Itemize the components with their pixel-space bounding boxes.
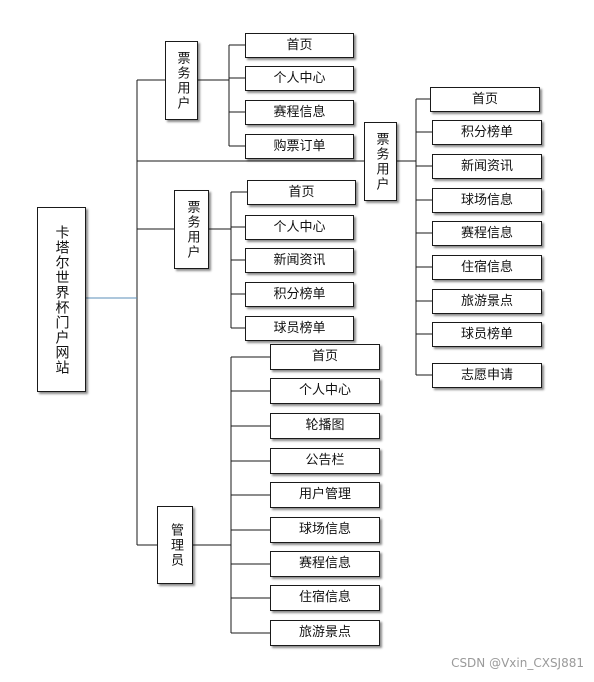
leaf-node: 个人中心 [270, 378, 380, 404]
leaf-node: 首页 [430, 87, 540, 112]
leaf-label: 住宿信息 [460, 259, 513, 275]
leaf-node: 住宿信息 [270, 585, 380, 611]
leaf-node: 个人中心 [245, 66, 354, 91]
leaf-node: 赛程信息 [432, 221, 542, 246]
leaf-node: 公告栏 [270, 448, 380, 474]
leaf-label: 住宿信息 [298, 590, 351, 605]
leaf-label: 赛程信息 [273, 104, 326, 120]
leaf-label: 用户管理 [298, 487, 351, 502]
leaf-node: 购票订单 [245, 134, 354, 159]
leaf-label: 旅游景点 [298, 625, 351, 640]
leaf-node: 赛程信息 [270, 551, 380, 577]
watermark: CSDN @Vxin_CXSJ881 [451, 656, 584, 670]
leaf-node: 球员榜单 [432, 322, 542, 347]
leaf-label: 公告栏 [305, 453, 345, 468]
leaf-label: 轮播图 [305, 418, 345, 433]
leaf-node: 首页 [247, 180, 356, 205]
leaf-label: 个人中心 [273, 219, 326, 235]
leaf-label: 首页 [471, 91, 498, 107]
leaf-label: 旅游景点 [460, 293, 513, 309]
leaf-label: 积分榜单 [273, 286, 326, 302]
leaf-node: 首页 [245, 33, 354, 58]
leaf-label: 新闻资讯 [273, 252, 326, 268]
group-label: 票务用户 [174, 50, 190, 111]
leaf-label: 球场信息 [298, 522, 351, 537]
group-label: 票务用户 [184, 199, 200, 260]
leaf-label: 新闻资讯 [460, 158, 513, 174]
leaf-node: 新闻资讯 [245, 248, 354, 273]
leaf-node: 球场信息 [270, 517, 380, 543]
leaf-label: 球员榜单 [273, 320, 326, 336]
leaf-node: 用户管理 [270, 482, 380, 508]
leaf-node: 志愿申请 [432, 363, 542, 388]
leaf-label: 球员榜单 [460, 326, 513, 342]
leaf-label: 购票订单 [273, 138, 326, 154]
group-node-admin: 管理员 [157, 506, 193, 584]
leaf-label: 赛程信息 [460, 225, 513, 241]
group-label: 管理员 [168, 522, 183, 568]
group-node-ticket-user-3: 票务用户 [174, 190, 209, 269]
group-node-ticket-user-1: 票务用户 [165, 41, 198, 120]
group-label: 票务用户 [373, 131, 389, 192]
leaf-label: 个人中心 [273, 70, 326, 86]
leaf-label: 球场信息 [460, 192, 513, 208]
leaf-label: 首页 [286, 37, 313, 53]
leaf-node: 球员榜单 [245, 316, 354, 341]
leaf-label: 赛程信息 [298, 556, 351, 571]
root-node: 卡塔尔世界杯门户网站 [37, 207, 86, 392]
leaf-label: 首页 [288, 184, 315, 200]
leaf-node: 轮播图 [270, 413, 380, 439]
root-label: 卡塔尔世界杯门户网站 [53, 224, 70, 375]
leaf-node: 新闻资讯 [432, 154, 542, 179]
leaf-node: 球场信息 [432, 188, 542, 213]
leaf-node: 积分榜单 [432, 120, 542, 145]
leaf-label: 首页 [311, 349, 338, 364]
leaf-node: 住宿信息 [432, 255, 542, 280]
leaf-node: 首页 [270, 344, 380, 370]
leaf-node: 赛程信息 [245, 100, 354, 125]
leaf-node: 旅游景点 [270, 620, 380, 646]
leaf-node: 积分榜单 [245, 282, 354, 307]
leaf-label: 个人中心 [298, 383, 351, 398]
leaf-label: 志愿申请 [460, 367, 513, 383]
leaf-label: 积分榜单 [460, 124, 513, 140]
leaf-node: 旅游景点 [432, 289, 542, 314]
leaf-node: 个人中心 [245, 215, 354, 240]
group-node-ticket-user-2: 票务用户 [364, 122, 397, 201]
